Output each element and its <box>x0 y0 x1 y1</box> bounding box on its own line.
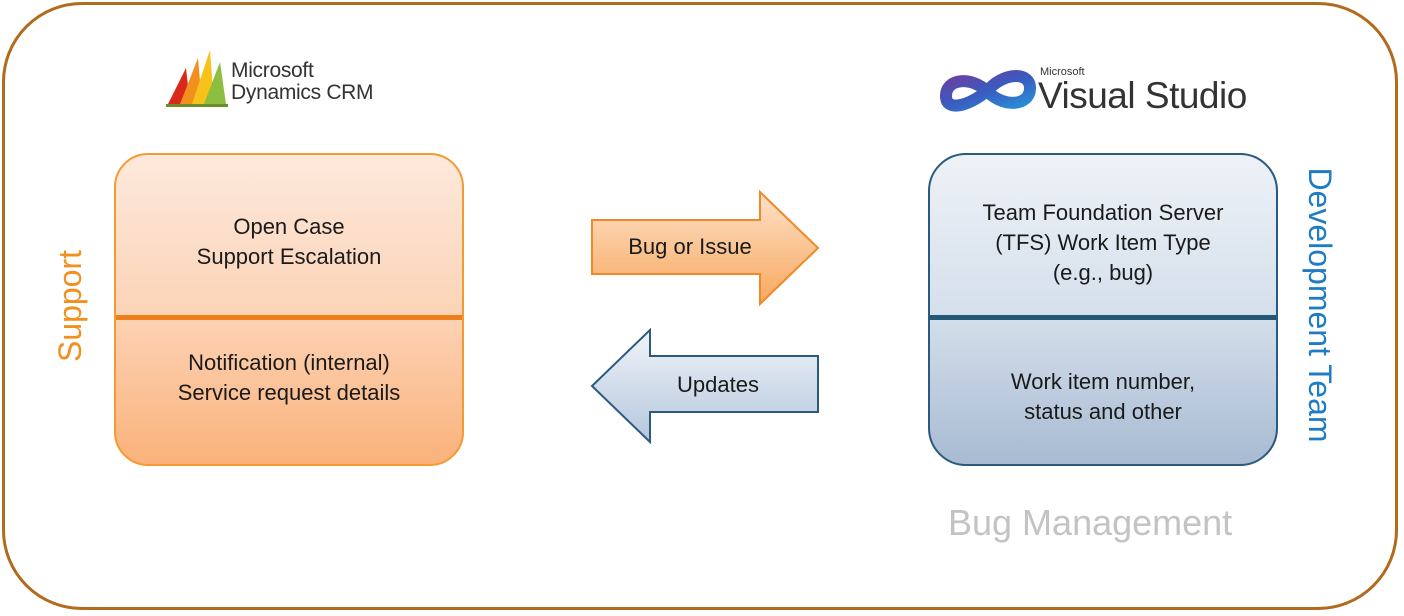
development-team-side-label: Development Team <box>1302 167 1338 443</box>
dev-top-line: (e.g., bug) <box>1052 260 1154 285</box>
dev-top-line: Team Foundation Server <box>982 200 1224 225</box>
dev-box-top-text: Team Foundation Server (TFS) Work Item T… <box>930 198 1276 288</box>
crm-logo-line1: Microsoft <box>231 59 314 82</box>
crm-logo-line2: Dynamics CRM <box>231 81 374 104</box>
support-bottom-line: Notification (internal) <box>188 350 390 375</box>
support-bottom-line: Service request details <box>177 380 401 405</box>
support-side-label: Support <box>52 249 88 363</box>
bug-or-issue-label: Bug or Issue <box>628 234 752 259</box>
vs-logo-name: Visual Studio <box>1038 75 1247 116</box>
support-box-bottom-text: Notification (internal) Service request … <box>116 348 462 408</box>
visual-studio-logo-icon <box>940 70 1036 112</box>
updates-label: Updates <box>677 372 759 397</box>
dev-box-bottom-text: Work item number, status and other <box>930 367 1276 427</box>
support-box-divider <box>116 315 462 320</box>
support-top-line: Support Escalation <box>196 244 382 269</box>
dev-box-divider <box>930 315 1276 320</box>
bug-management-label: Bug Management <box>948 502 1233 543</box>
support-box-top-text: Open Case Support Escalation <box>116 212 462 272</box>
dev-bottom-line: status and other <box>1024 399 1182 424</box>
updates-arrow-icon <box>590 327 819 445</box>
support-box: Open Case Support Escalation Notificatio… <box>114 153 464 466</box>
dev-bottom-line: Work item number, <box>1010 369 1196 394</box>
crm-logo-text: Microsoft Dynamics CRM <box>231 59 374 104</box>
development-box: Team Foundation Server (TFS) Work Item T… <box>928 153 1278 466</box>
bug-or-issue-arrow-icon <box>591 189 820 307</box>
dynamics-crm-logo-icon <box>166 50 228 107</box>
dev-top-line: (TFS) Work Item Type <box>995 230 1211 255</box>
support-top-line: Open Case <box>233 214 345 239</box>
vs-logo-small: Microsoft <box>1040 66 1085 78</box>
